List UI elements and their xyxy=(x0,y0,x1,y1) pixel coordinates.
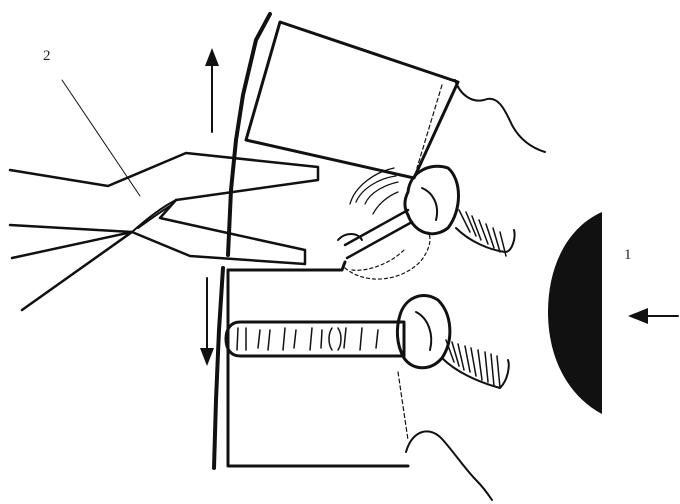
intervertebral-disc xyxy=(226,322,404,356)
lower-vertebral-body xyxy=(228,262,492,500)
arrow-down-icon xyxy=(200,278,214,366)
upper-vertebral-body xyxy=(246,22,545,178)
distraction-forceps xyxy=(10,153,318,310)
label-2: 2 xyxy=(43,48,51,64)
label-1: 1 xyxy=(624,247,632,263)
pressure-pad xyxy=(548,212,602,414)
upper-facet-joint xyxy=(338,166,515,279)
arrow-up-icon xyxy=(205,48,219,132)
lower-facet-joint xyxy=(397,296,508,388)
arrow-left-icon xyxy=(628,308,678,324)
